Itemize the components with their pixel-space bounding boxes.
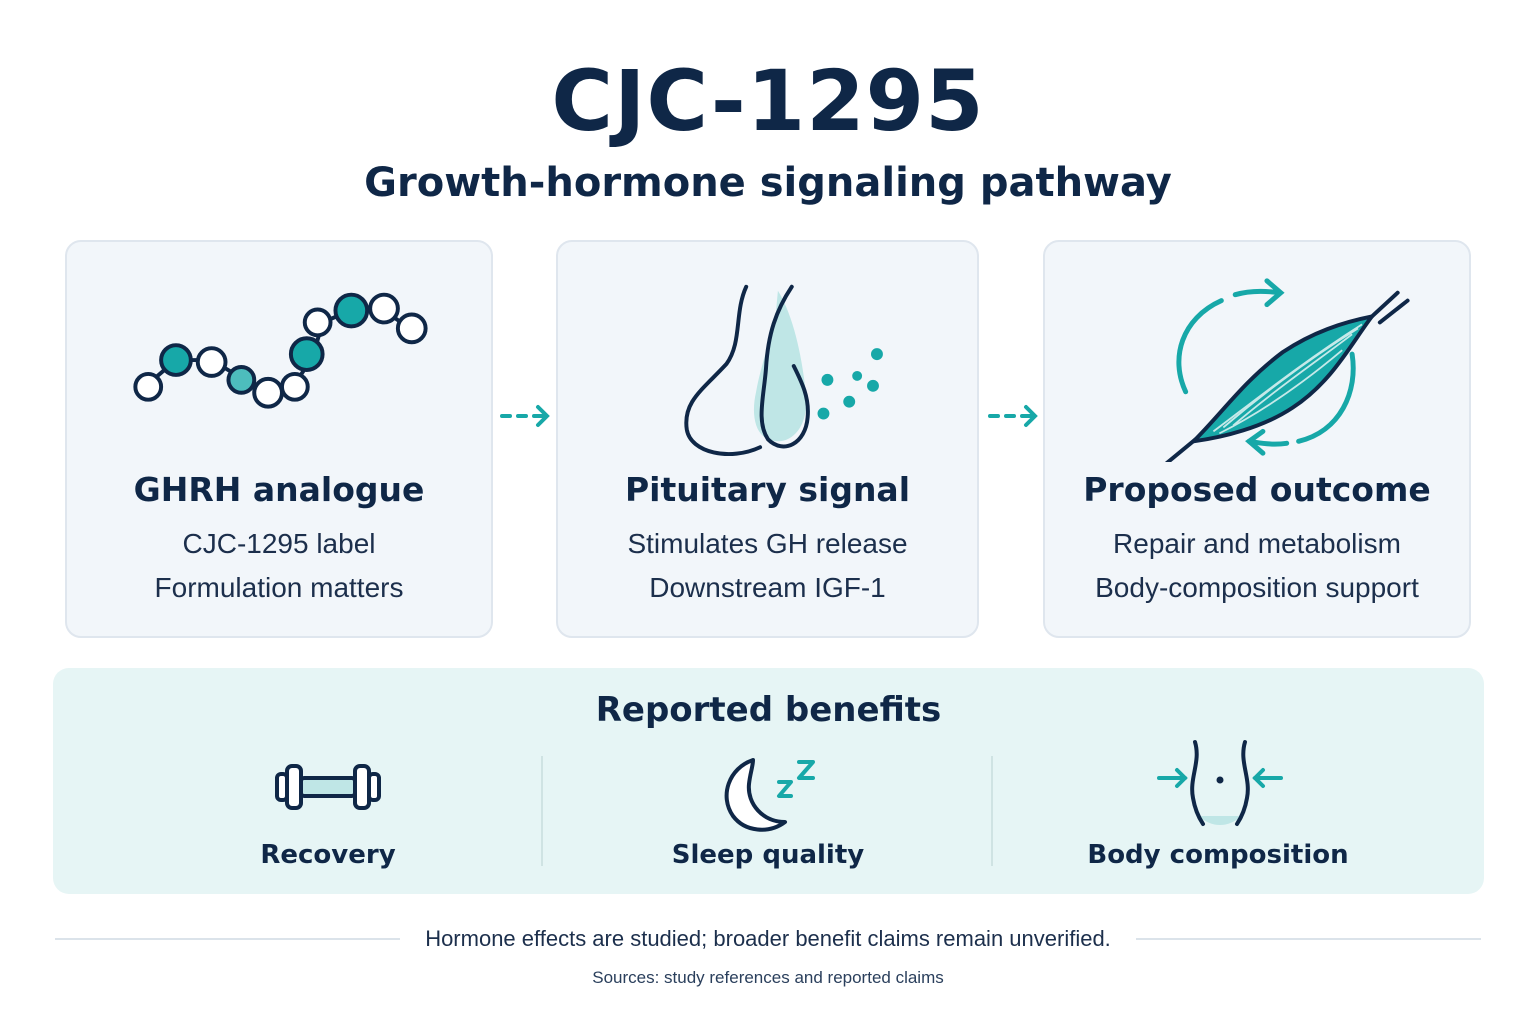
arrow-right-icon: [988, 405, 1038, 427]
card-line: Body-composition support: [1095, 572, 1419, 603]
page-title: CJC-1295: [551, 52, 985, 150]
card-pituitary-signal: Pituitary signal Stimulates GH release D…: [556, 240, 979, 638]
benefit-label: Body composition: [1087, 840, 1349, 870]
card-title: Proposed outcome: [1083, 470, 1431, 509]
benefits-title: Reported benefits: [595, 690, 942, 730]
footer-rule: [1136, 938, 1481, 940]
card-proposed-outcome: Proposed outcome Repair and metabolism B…: [1043, 240, 1471, 638]
arrow-right-icon: [500, 405, 550, 427]
benefit-recovery: Recovery: [163, 738, 493, 888]
divider: [991, 756, 993, 866]
dumbbell-icon: [275, 764, 381, 810]
card-line: Stimulates GH release: [627, 528, 908, 559]
page-subtitle: Growth-hormone signaling pathway: [364, 160, 1172, 206]
disclaimer: Hormone effects are studied; broader ben…: [425, 926, 1111, 951]
card-ghrh-analogue: GHRH analogue CJC-1295 label Formulation…: [65, 240, 493, 638]
peptide-chain-icon: [133, 292, 428, 409]
benefit-sleep-quality: Sleep quality: [603, 738, 933, 888]
benefits-panel: Reported benefits Recovery Sleep quality: [53, 668, 1484, 894]
muscle-cycle-icon: [1164, 278, 1410, 462]
benefit-label: Sleep quality: [671, 840, 865, 870]
footer-rule: [55, 938, 400, 940]
moon-sleep-icon: [724, 758, 815, 832]
pituitary-gland-icon: [684, 284, 883, 456]
sources: Sources: study references and reported c…: [592, 968, 944, 987]
card-line: Downstream IGF-1: [649, 572, 886, 603]
card-line: Formulation matters: [154, 572, 404, 603]
card-title: GHRH analogue: [133, 470, 425, 509]
divider: [541, 756, 543, 866]
waist-icon: [1157, 740, 1283, 826]
card-line: Repair and metabolism: [1113, 528, 1401, 559]
card-title: Pituitary signal: [624, 470, 911, 509]
card-line: CJC-1295 label: [182, 528, 376, 559]
benefit-label: Recovery: [260, 840, 396, 870]
benefit-body-composition: Body composition: [1053, 738, 1383, 888]
